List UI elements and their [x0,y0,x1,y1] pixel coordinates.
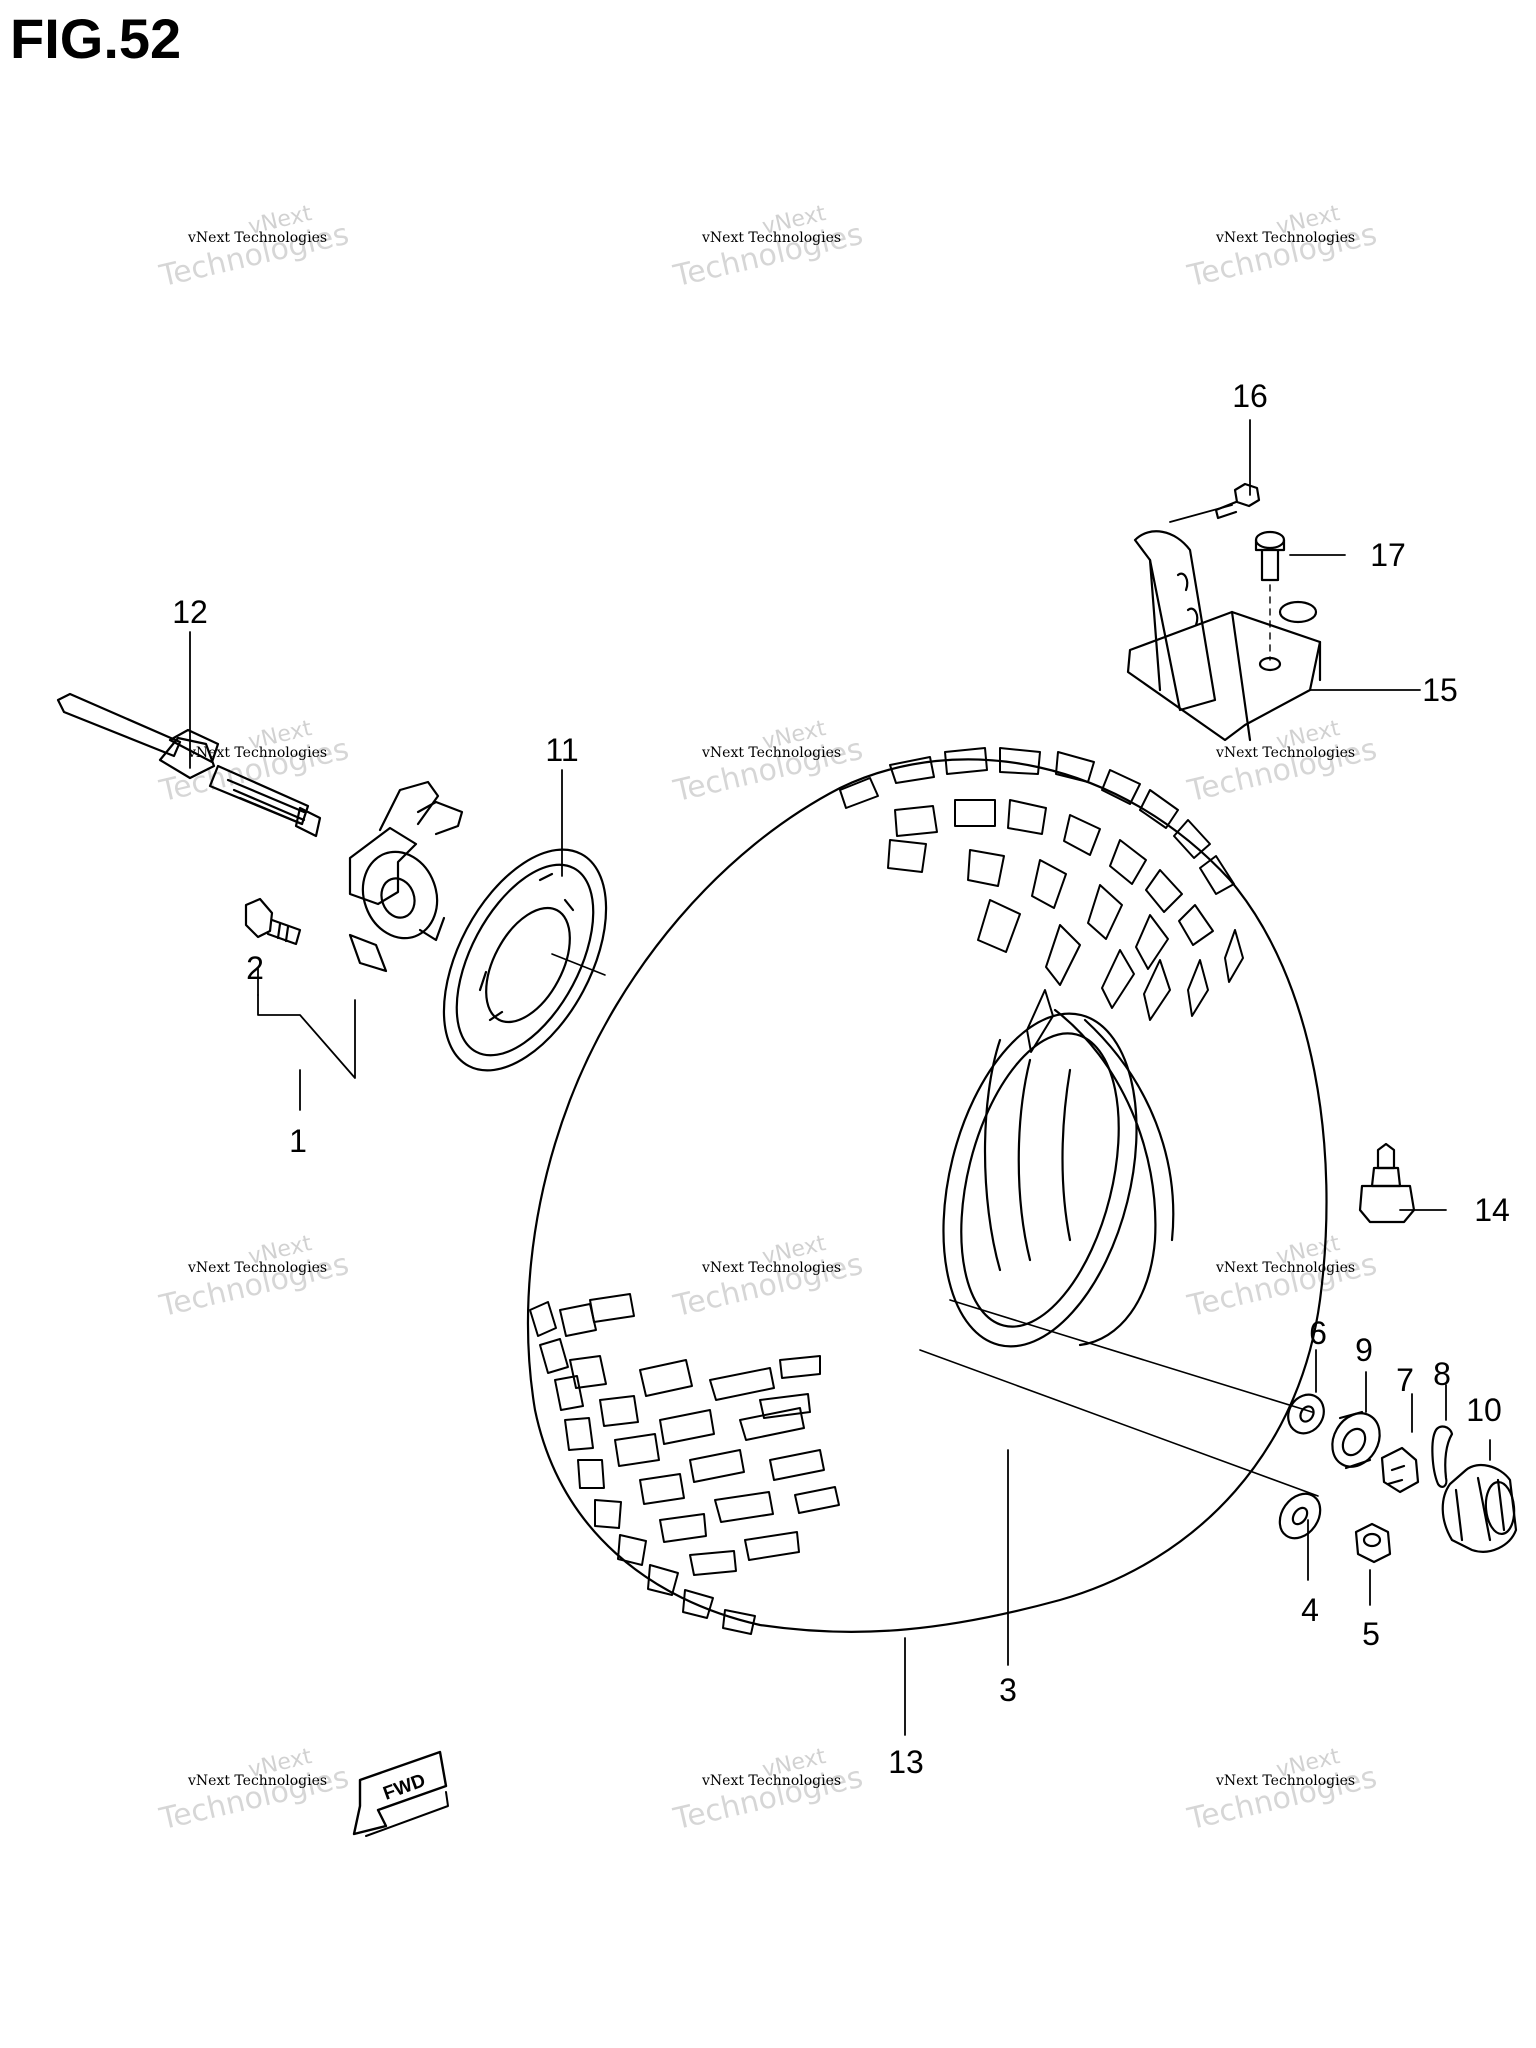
callout-12: 12 [172,594,208,630]
callout-3: 3 [999,1672,1017,1708]
callout-17: 17 [1370,537,1406,573]
callout-14: 14 [1474,1192,1510,1228]
callout-6: 6 [1309,1315,1327,1351]
callout-4: 4 [1301,1592,1319,1628]
callout-2: 2 [246,950,264,986]
hub-cap-part-10 [1441,1463,1518,1553]
tire-tread-bottom [529,1293,840,1635]
tire-outer-outline [526,758,1328,1633]
callout-13: 13 [888,1744,924,1780]
bolt-part-16 [1214,482,1261,520]
callout-8: 8 [1433,1356,1451,1392]
callout-11: 11 [545,732,579,768]
stud-bolt-part-2 [244,897,302,946]
drive-shaft-part-12 [56,692,322,838]
callout-10: 10 [1466,1392,1502,1428]
callout-5: 5 [1362,1616,1380,1652]
washer-part-6 [1287,1393,1325,1435]
valve-part-14 [1358,1142,1416,1224]
castle-nut-part-7 [1380,1446,1420,1494]
cotter-pin-part-8 [1431,1425,1454,1488]
axle-centerlines [551,953,1319,1497]
callout-7: 7 [1396,1362,1414,1398]
leader-lines [189,419,1491,1736]
callout-1: 1 [289,1123,307,1159]
bracket-part-15 [1126,530,1322,742]
spacer-part-9 [1331,1410,1381,1470]
tire-tread-top [839,747,1244,1053]
rim-part-3 [942,1008,1175,1348]
callout-9: 9 [1355,1332,1373,1368]
callout-15: 15 [1422,672,1458,708]
forward-arrow-icon: FWD [352,1750,449,1837]
nut-part-5 [1354,1522,1392,1564]
callout-16: 16 [1232,378,1268,414]
hub-part-1 [348,780,464,973]
bolt-part-17 [1254,530,1286,661]
figure-title: FIG.52 [10,7,182,70]
washer-part-4 [1278,1492,1322,1540]
tire-part-13 [526,747,1328,1635]
hub-plate-part-11 [442,848,608,1072]
